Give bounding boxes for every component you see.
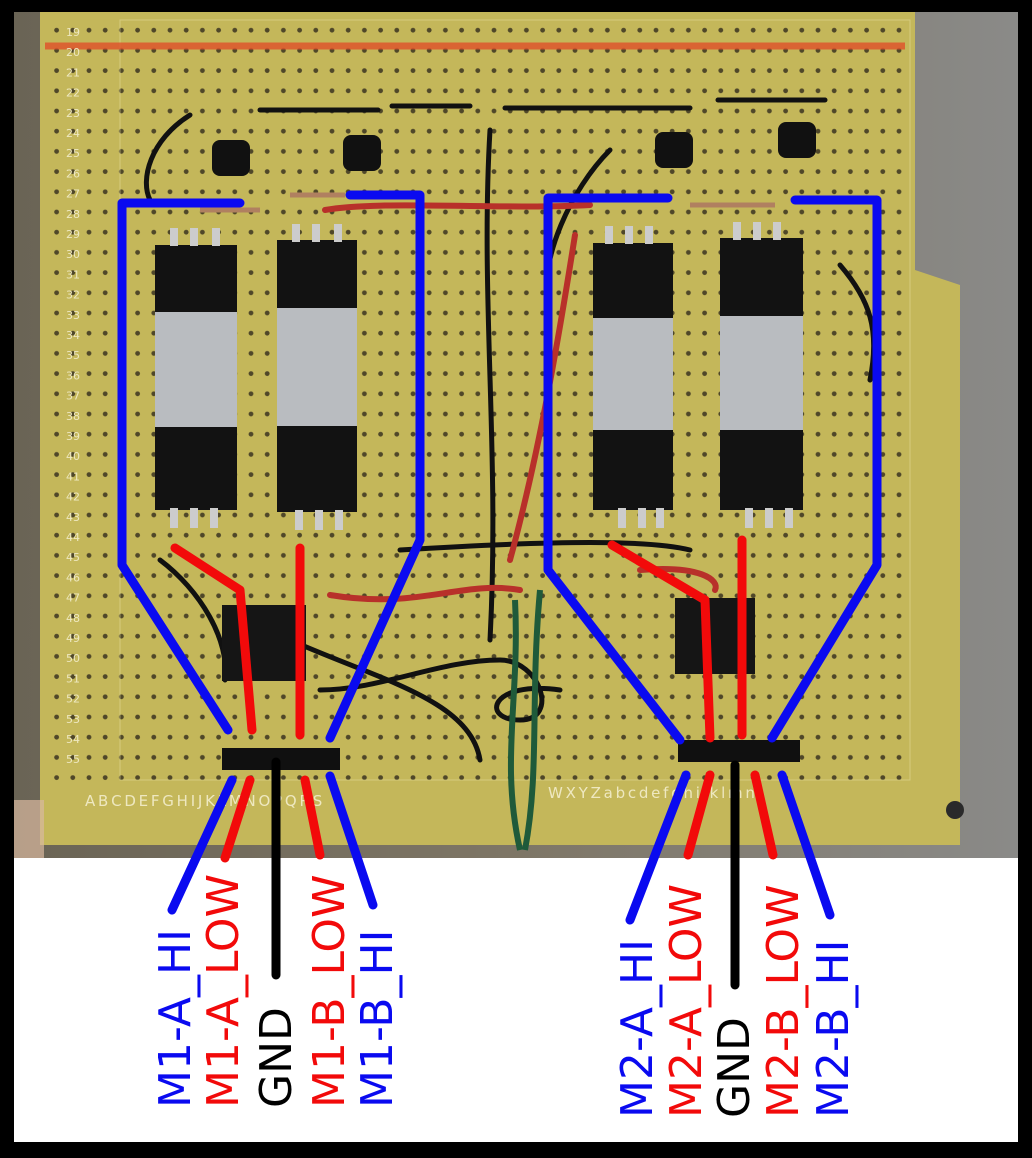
header-m2 <box>678 740 800 762</box>
row-number: 45 <box>66 551 80 564</box>
resistors <box>200 192 775 213</box>
m1-low-traces <box>170 543 325 863</box>
label-m2-a-hi: M2-A_HI <box>612 939 663 1118</box>
row-number: 25 <box>66 147 80 160</box>
row-number: 30 <box>66 248 80 261</box>
row-number: 44 <box>66 531 80 544</box>
row-number: 42 <box>66 491 80 504</box>
row-number: 54 <box>66 733 80 746</box>
label-m1-b-hi: M1-B_HI <box>352 929 403 1108</box>
row-number: 24 <box>66 127 80 140</box>
m2-hi-traces <box>543 193 882 925</box>
row-number: 31 <box>66 268 80 281</box>
row-number: 29 <box>66 228 80 241</box>
row-number: 55 <box>66 753 80 766</box>
row-number: 27 <box>66 188 80 201</box>
label-m1-a-hi: M1-A_HI <box>150 929 201 1108</box>
label-m2-b-low: M2-B_LOW <box>758 884 809 1118</box>
label-m2-b-hi: M2-B_HI <box>808 939 859 1118</box>
label-m1-a-low: M1-A_LOW <box>198 874 249 1108</box>
column-letters-left: A B C D E F G H I J K L M N O P Q R S <box>85 792 322 810</box>
row-number: 38 <box>66 410 80 423</box>
row-number: 23 <box>66 107 80 120</box>
row-number: 33 <box>66 309 80 322</box>
driver-ic-m1 <box>222 605 306 681</box>
row-number: 48 <box>66 612 80 625</box>
mounting-hole <box>946 801 964 819</box>
row-number: 19 <box>66 26 80 39</box>
row-number: 53 <box>66 713 80 726</box>
row-number: 28 <box>66 208 80 221</box>
m1-hi-traces <box>117 190 425 915</box>
row-number: 46 <box>66 571 80 584</box>
row-number: 26 <box>66 167 80 180</box>
row-number: 20 <box>66 46 80 59</box>
label-m2-a-low: M2-A_LOW <box>661 884 712 1118</box>
row-number: 36 <box>66 369 80 382</box>
row-number: 39 <box>66 430 80 443</box>
m2-low-traces <box>607 535 778 860</box>
row-number: 37 <box>66 390 80 403</box>
column-letters-right: W X Y Z a b c d e f g h i j k l m n <box>548 784 754 802</box>
label-m2-gnd: GND <box>709 1017 760 1118</box>
row-number: 32 <box>66 289 80 302</box>
row-number: 51 <box>66 672 80 685</box>
row-number: 43 <box>66 511 80 524</box>
row-number: 50 <box>66 652 80 665</box>
row-number-labels: 19 20 21 22 23 24 25 26 27 28 29 30 31 32 33 34 35 36 37 38… <box>66 26 80 766</box>
row-number: 21 <box>66 66 80 79</box>
row-number: 47 <box>66 592 80 605</box>
label-m1-gnd: GND <box>251 1007 302 1108</box>
label-m1-b-low: M1-B_LOW <box>304 874 355 1108</box>
row-number: 49 <box>66 632 80 645</box>
row-number: 35 <box>66 349 80 362</box>
header-m1 <box>222 748 340 770</box>
row-number: 34 <box>66 329 80 342</box>
mosfets <box>155 222 803 530</box>
row-number: 22 <box>66 87 80 100</box>
row-number: 40 <box>66 450 80 463</box>
row-number: 52 <box>66 693 80 706</box>
transistors <box>212 122 816 176</box>
row-number: 41 <box>66 470 80 483</box>
green-wires <box>507 589 543 851</box>
